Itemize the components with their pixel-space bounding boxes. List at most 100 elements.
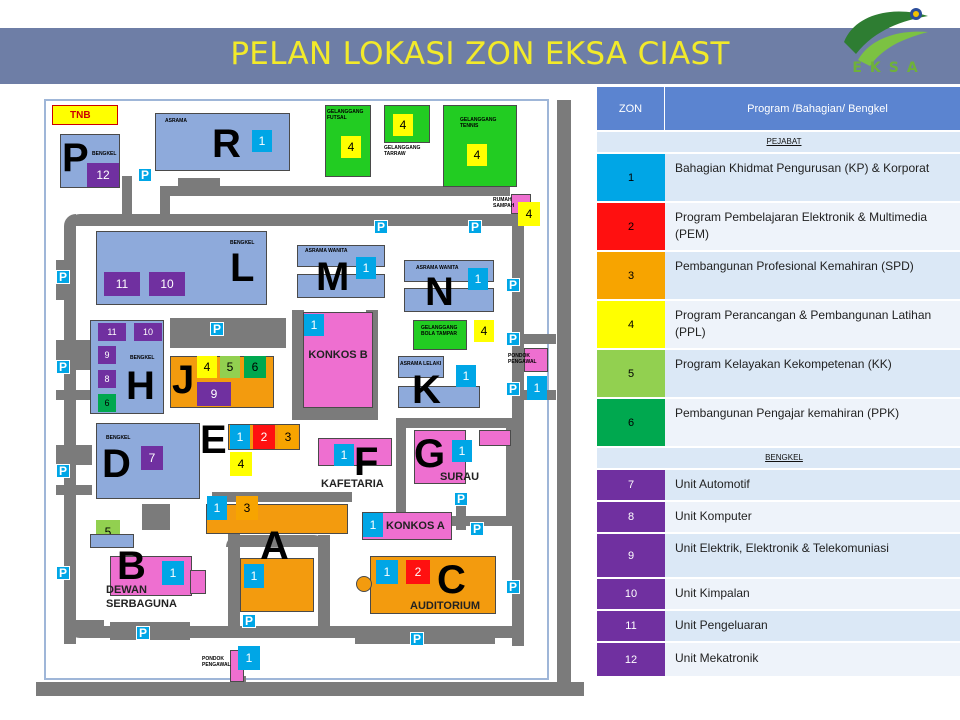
zone-2-marker: 2 bbox=[406, 560, 430, 584]
zone-cell: 6 bbox=[597, 399, 665, 446]
road bbox=[292, 408, 378, 420]
tnb-label: TNB bbox=[70, 110, 91, 121]
zone-7-marker: 7 bbox=[141, 446, 163, 470]
zone-desc: Program Pembelajaran Elektronik & Multim… bbox=[675, 210, 928, 241]
zone-6-marker: 6 bbox=[98, 394, 116, 412]
building-f-letter: F bbox=[354, 440, 379, 484]
gel-bola-tampar-label: GELANGGANG BOLA TAMPAR bbox=[421, 325, 458, 337]
bengkel-label: BENGKEL bbox=[230, 240, 255, 246]
zone-1-marker: 1 bbox=[230, 425, 250, 449]
section-row: PEJABAT bbox=[597, 132, 960, 152]
building-f bbox=[318, 438, 392, 466]
building-j-letter: J bbox=[172, 358, 195, 402]
parking-icon: P bbox=[56, 464, 70, 478]
zone-1-marker: 1 bbox=[376, 560, 398, 584]
road bbox=[160, 186, 510, 196]
parking-icon: P bbox=[56, 566, 70, 580]
building-k bbox=[398, 356, 444, 378]
road bbox=[178, 178, 220, 188]
zone-cell: 5 bbox=[597, 350, 665, 397]
building-gel-bola-tampar bbox=[413, 320, 467, 350]
building-g bbox=[479, 430, 511, 446]
parking-icon: P bbox=[470, 522, 484, 536]
rumah-sampah-label: RUMAH SAMPAH bbox=[493, 197, 515, 209]
zone-desc: Unit Automotif bbox=[675, 477, 750, 491]
parking-icon: P bbox=[138, 168, 152, 182]
road bbox=[56, 390, 92, 400]
building-b bbox=[190, 570, 206, 594]
zone-4-marker: 4 bbox=[467, 144, 487, 166]
road bbox=[170, 318, 286, 348]
campus-map: TNB P BENGKEL 12 ASRAMA R 1 GELANGGANG F… bbox=[0, 90, 596, 720]
table-row: 11 Unit Pengeluaran bbox=[597, 611, 960, 641]
zone-10-marker: 10 bbox=[149, 272, 185, 296]
zone-desc: Unit Pengeluaran bbox=[675, 618, 768, 632]
zone-desc: Pembangunan Pengajar kemahiran (PPK) bbox=[675, 406, 900, 420]
konkos-b-label: KONKOS B bbox=[308, 349, 368, 361]
zone-4-marker: 4 bbox=[341, 136, 361, 158]
table-row: 8 Unit Komputer bbox=[597, 502, 960, 532]
parking-icon: P bbox=[136, 626, 150, 640]
zone-desc: Unit Elektrik, Elektronik & Telekomunias… bbox=[675, 541, 889, 555]
zone-9-marker: 9 bbox=[98, 346, 116, 364]
table-row: 4 Program Perancangan & Pembangunan Lati… bbox=[597, 301, 960, 348]
zone-1-marker: 1 bbox=[334, 444, 354, 466]
parking-icon: P bbox=[374, 220, 388, 234]
zone-9-marker: 9 bbox=[197, 382, 231, 406]
section-pejabat: PEJABAT bbox=[766, 137, 802, 146]
zone-cell: 12 bbox=[597, 643, 665, 676]
zone-5-marker: 5 bbox=[220, 356, 240, 378]
page-title: PELAN LOKASI ZON EKSA CIAST bbox=[230, 36, 730, 72]
zone-desc: Unit Komputer bbox=[675, 509, 752, 523]
zone-4-marker: 4 bbox=[393, 114, 413, 136]
table-row: 9 Unit Elektrik, Elektronik & Telekomuni… bbox=[597, 534, 960, 577]
zone-4-marker: 4 bbox=[197, 356, 217, 378]
zone-4-marker: 4 bbox=[230, 452, 252, 476]
zone-1-marker: 1 bbox=[363, 513, 383, 537]
zone-1-marker: 1 bbox=[304, 314, 324, 336]
gel-futsal-label: GELANGGANG FUTSAL bbox=[327, 109, 364, 121]
section-row: BENGKEL bbox=[597, 448, 960, 468]
building-e-letter: E bbox=[200, 418, 227, 462]
road bbox=[557, 100, 571, 685]
building-m-letter: M bbox=[316, 255, 350, 299]
logo-text: EKSA bbox=[852, 60, 926, 76]
road bbox=[456, 500, 466, 530]
bengkel-label: BENGKEL bbox=[92, 151, 117, 157]
asrama-wanita-label: ASRAMA WANITA bbox=[416, 265, 459, 271]
zone-1-marker: 1 bbox=[456, 365, 476, 387]
zone-cell: 7 bbox=[597, 470, 665, 500]
zone-cell: 4 bbox=[597, 301, 665, 348]
asrama-label: ASRAMA bbox=[165, 118, 187, 124]
asrama-wanita-label: ASRAMA WANITA bbox=[305, 248, 348, 254]
zone-desc: Pembangunan Profesional Kemahiran (SPD) bbox=[675, 259, 914, 273]
building-k bbox=[398, 386, 480, 408]
building-a-letter: A bbox=[260, 524, 289, 568]
building-r-letter: R bbox=[212, 122, 241, 166]
table-row: 10 Unit Kimpalan bbox=[597, 579, 960, 609]
col-program-header: Program /Bahagian/ Bengkel bbox=[665, 87, 960, 130]
road bbox=[355, 634, 495, 644]
building-pondok-pengawal bbox=[524, 348, 548, 372]
parking-icon: P bbox=[506, 580, 520, 594]
table-row: 1 Bahagian Khidmat Pengurusan (KP) & Kor… bbox=[597, 154, 960, 201]
zone-cell: 8 bbox=[597, 502, 665, 532]
road bbox=[160, 186, 170, 218]
table-row: 3 Pembangunan Profesional Kemahiran (SPD… bbox=[597, 252, 960, 299]
table-row: 7 Unit Automotif bbox=[597, 470, 960, 500]
parking-icon: P bbox=[506, 278, 520, 292]
parking-icon: P bbox=[210, 322, 224, 336]
dewan-serbaguna-label: DEWAN SERBAGUNA bbox=[106, 584, 177, 610]
zone-desc: Unit Mekatronik bbox=[675, 651, 759, 665]
zone-desc: Program Kelayakan Kekompetenan (KK) bbox=[675, 357, 892, 371]
road bbox=[56, 485, 92, 495]
zone-cell: 10 bbox=[597, 579, 665, 609]
building-n bbox=[404, 288, 494, 312]
building-p-letter: P bbox=[62, 136, 89, 180]
map-boundary bbox=[44, 99, 549, 680]
parking-icon: P bbox=[410, 632, 424, 646]
table-row: 2 Program Pembelajaran Elektronik & Mult… bbox=[597, 203, 960, 250]
parking-icon: P bbox=[56, 360, 70, 374]
zone-4-marker: 4 bbox=[474, 320, 494, 342]
zone-1-marker: 1 bbox=[356, 257, 376, 279]
